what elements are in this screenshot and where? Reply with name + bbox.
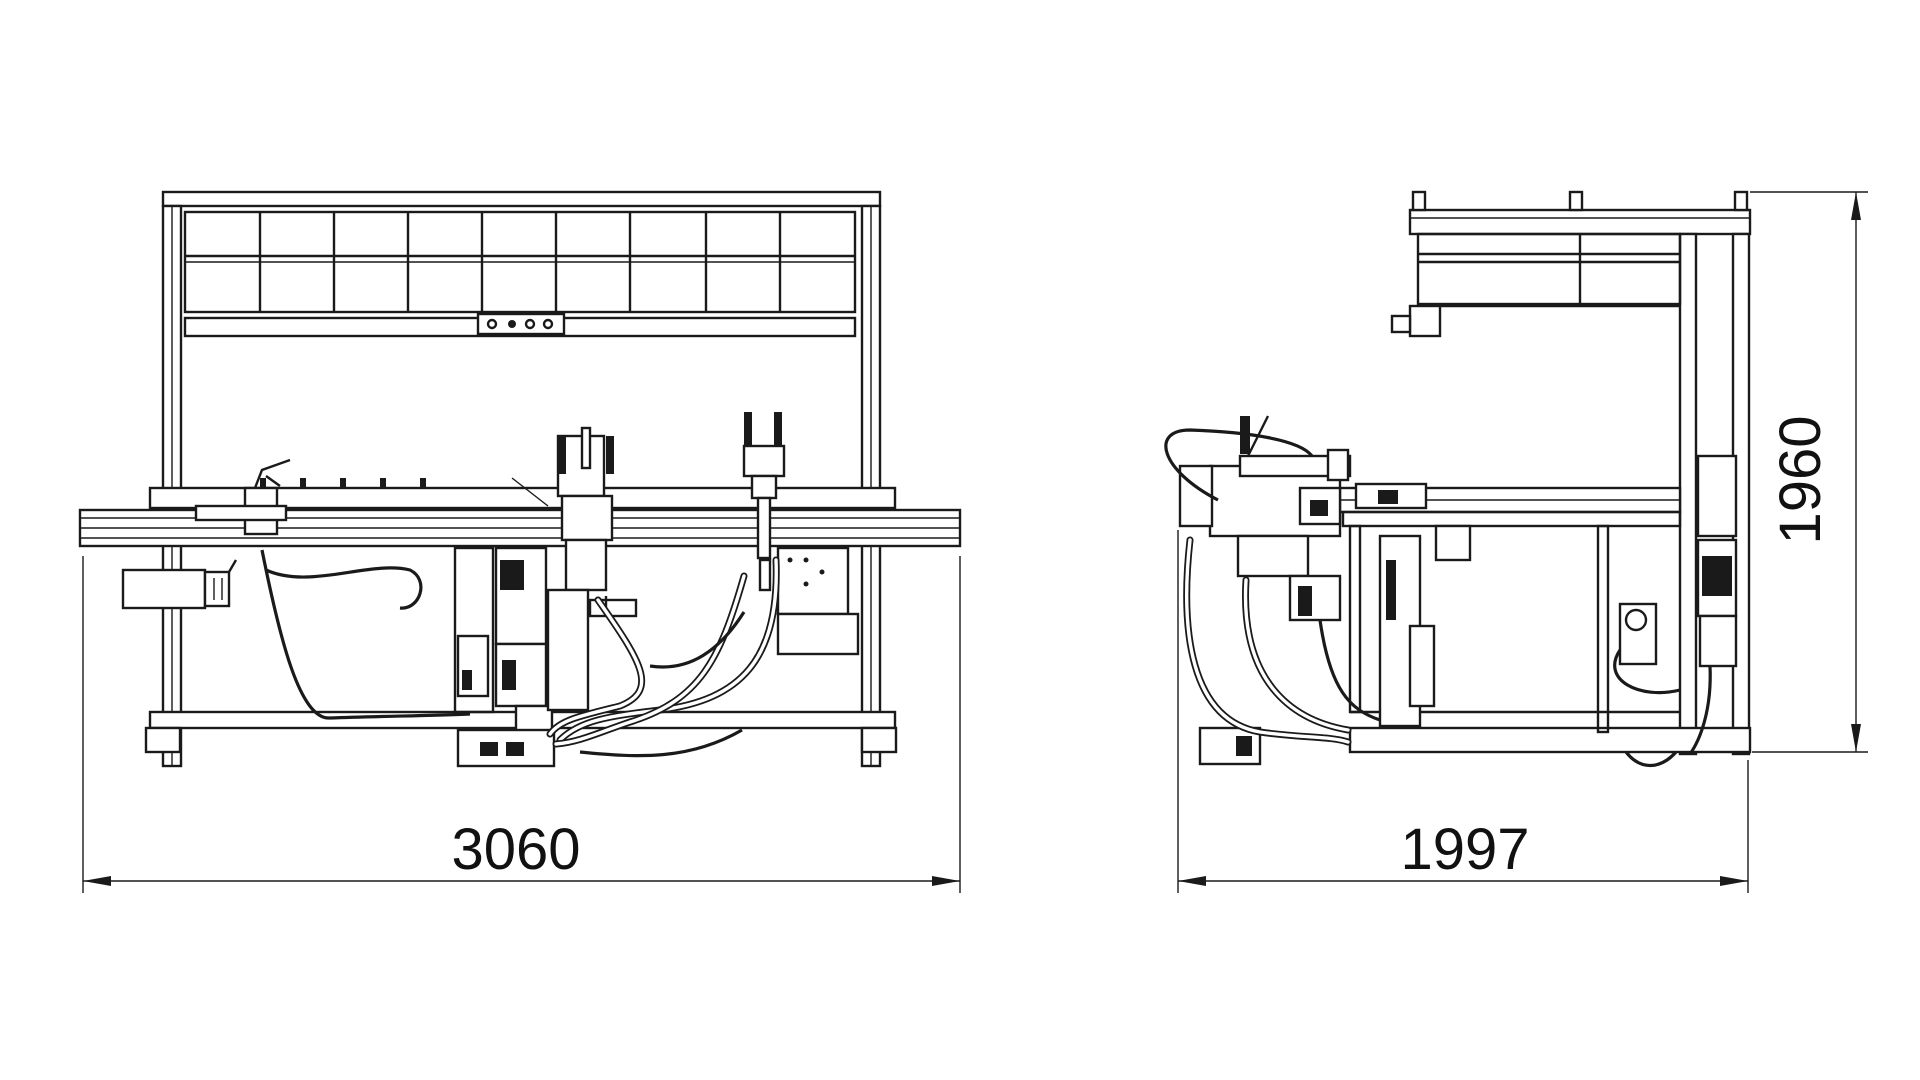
front-left-clamp (194, 458, 291, 536)
front-left-control-box (121, 559, 238, 610)
front-welding-head (494, 426, 638, 734)
front-window-panel (183, 210, 857, 338)
side-depth-label: 1997 (1400, 817, 1529, 882)
side-height-dimension (1750, 191, 1868, 753)
side-depth-dimension (1177, 530, 1749, 893)
side-view: 1997 1960 (1164, 190, 1868, 893)
front-view: 3060 (78, 190, 962, 893)
front-main-rail (78, 477, 962, 548)
front-width-label: 3060 (451, 817, 580, 882)
front-right-torch (742, 412, 860, 656)
front-width-dimension (82, 556, 961, 893)
front-hoses (260, 549, 780, 758)
side-height-label: 1960 (1768, 415, 1833, 544)
